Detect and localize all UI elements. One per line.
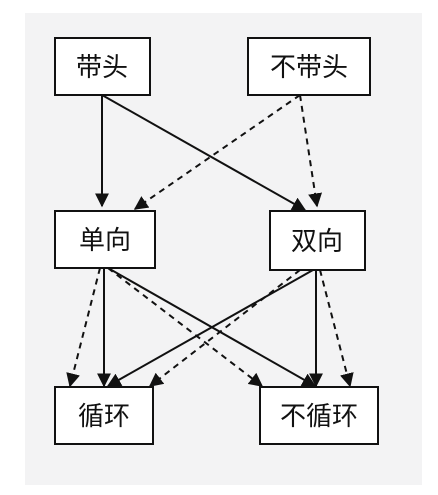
node-no-head-label: 不带头: [270, 53, 348, 83]
node-doubly-label: 双向: [291, 227, 343, 257]
edge-doubly-to-circular-dashed: [148, 269, 301, 387]
edge-doubly-to-non-circular-dashed: [319, 269, 354, 388]
node-doubly: 双向: [269, 210, 366, 271]
node-non-circular: 不循环: [259, 386, 379, 445]
node-non-circular-label: 不循环: [280, 402, 358, 432]
edge-with-head-to-doubly: [101, 94, 307, 211]
edge-no-head-to-singly: [133, 94, 301, 210]
edges-group: [66, 94, 354, 388]
edge-singly-to-circular-dashed: [66, 267, 101, 388]
node-no-head: 不带头: [247, 37, 371, 96]
edge-doubly-to-circular-solid: [106, 269, 314, 387]
node-with-head-label: 带头: [76, 53, 128, 83]
node-circular: 循环: [54, 386, 154, 445]
node-singly-label: 单向: [79, 226, 131, 256]
node-singly: 单向: [54, 210, 156, 269]
node-circular-label: 循环: [78, 402, 130, 432]
node-with-head: 带头: [54, 37, 151, 96]
edge-singly-to-non-circular-dashed: [107, 267, 264, 387]
edge-no-head-to-doubly: [299, 94, 323, 208]
